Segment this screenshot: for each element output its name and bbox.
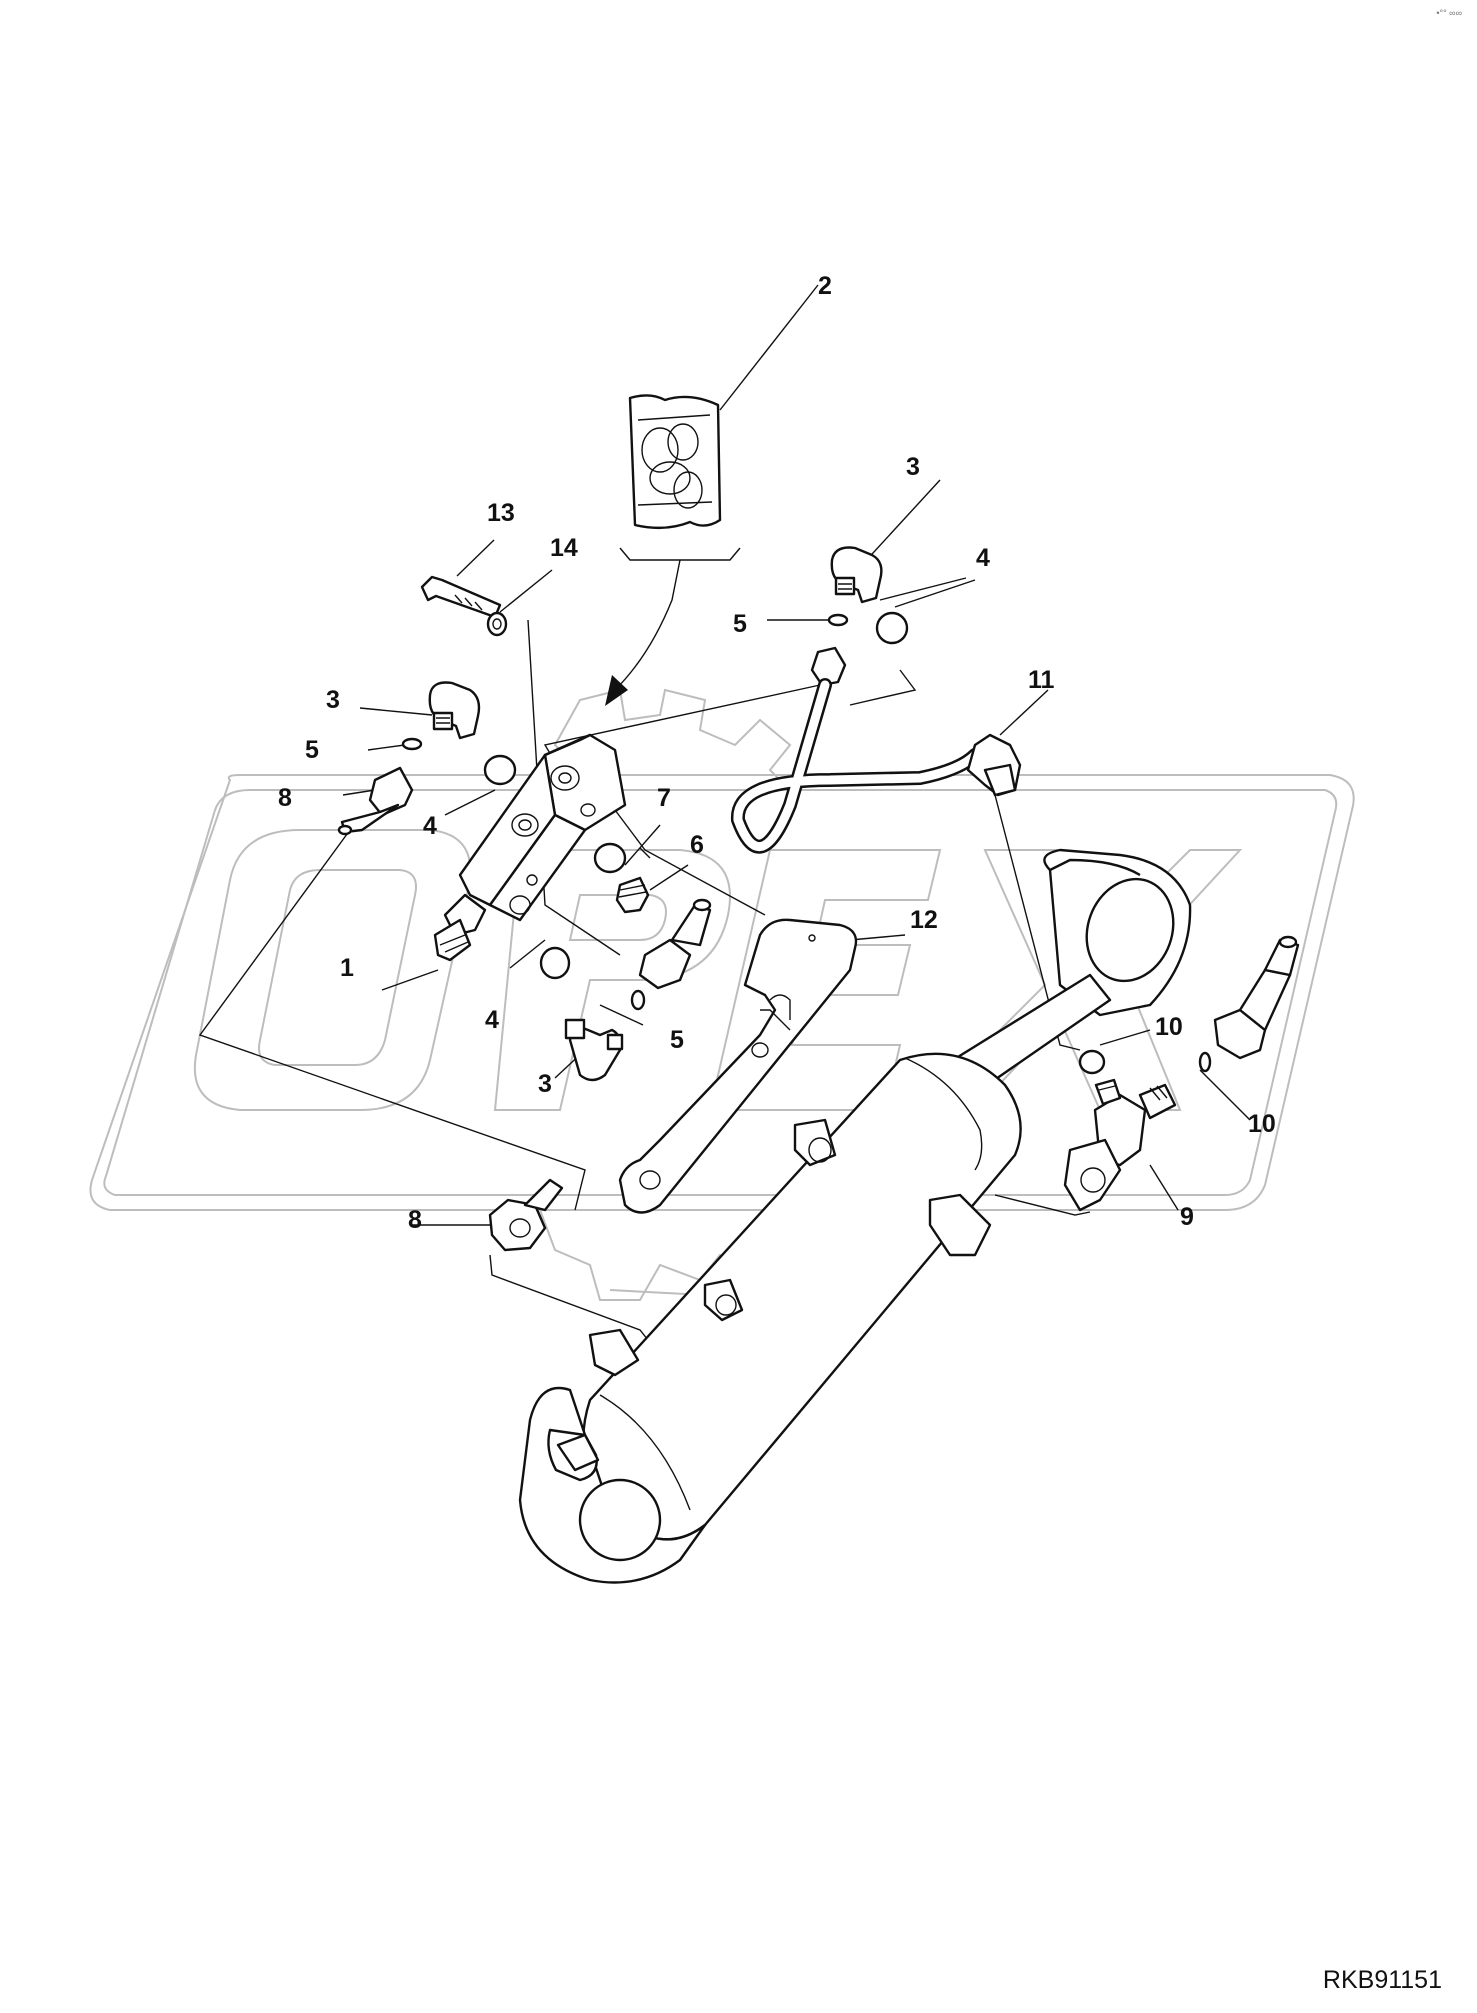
callout-3-lower: 3 (538, 1070, 552, 1098)
watermark-logo (89, 688, 1355, 1302)
fitting-6 (615, 876, 650, 914)
o-ring-5-lower (630, 989, 646, 1011)
seal-10-left (1078, 1049, 1106, 1075)
hydraulic-pipe-11 (730, 646, 1022, 854)
callout-3-top: 3 (906, 453, 920, 481)
callout-12: 12 (910, 906, 938, 934)
drawing-code: RKB91151 (1323, 1966, 1442, 1994)
callout-5-left: 5 (305, 736, 319, 764)
tee-fitting-9 (1063, 1078, 1177, 1212)
callout-labels: 2 13 14 3 5 8 4 1 4 3 5 7 6 3 4 5 11 12 … (278, 272, 1276, 1234)
adapter-8-lower (488, 1178, 564, 1252)
arrow-head-icon (605, 675, 628, 706)
o-ring-5-left (401, 737, 423, 751)
callout-4-lower: 4 (485, 1006, 499, 1034)
callout-2: 2 (818, 272, 832, 300)
adapter-8-left (337, 766, 414, 836)
callout-11: 11 (1028, 666, 1055, 694)
seal-7 (593, 842, 627, 874)
adapter-right (1213, 935, 1300, 1060)
callout-3-left: 3 (326, 686, 340, 714)
washer-14 (486, 611, 508, 637)
seal-4-top (875, 611, 909, 645)
callout-6: 6 (690, 831, 704, 859)
seal-10-right (1198, 1051, 1212, 1073)
corner-mark: •°° ∞∞ (1436, 8, 1462, 18)
seal-4-lower (539, 946, 571, 980)
callout-4-top: 4 (976, 544, 990, 572)
leader-lines (198, 284, 1251, 1341)
seal-kit-bag (605, 394, 741, 706)
callout-10-left: 10 (1155, 1013, 1183, 1041)
elbow-fitting-3-lower (564, 1018, 624, 1082)
valve-block-1 (433, 733, 627, 962)
bolt-13 (420, 575, 502, 619)
elbow-fitting-3-top (830, 546, 883, 604)
adapter-fitting (638, 898, 712, 990)
callout-4-left: 4 (423, 812, 437, 840)
callout-9: 9 (1180, 1203, 1194, 1231)
callout-5-top: 5 (733, 610, 747, 638)
callout-13: 13 (487, 499, 515, 527)
o-ring-5-top (827, 613, 849, 627)
seal-4-left (483, 754, 517, 786)
bracket-12 (618, 918, 858, 1214)
callout-7: 7 (657, 784, 671, 812)
callout-14: 14 (550, 534, 578, 562)
callout-8-lower: 8 (408, 1206, 422, 1234)
callout-5-lower: 5 (670, 1026, 684, 1054)
callout-8-left: 8 (278, 784, 292, 812)
callout-10-right: 10 (1248, 1110, 1276, 1138)
elbow-fitting-3-left (428, 681, 481, 740)
callout-1: 1 (340, 954, 354, 982)
hydraulic-cylinder (518, 848, 1192, 1584)
